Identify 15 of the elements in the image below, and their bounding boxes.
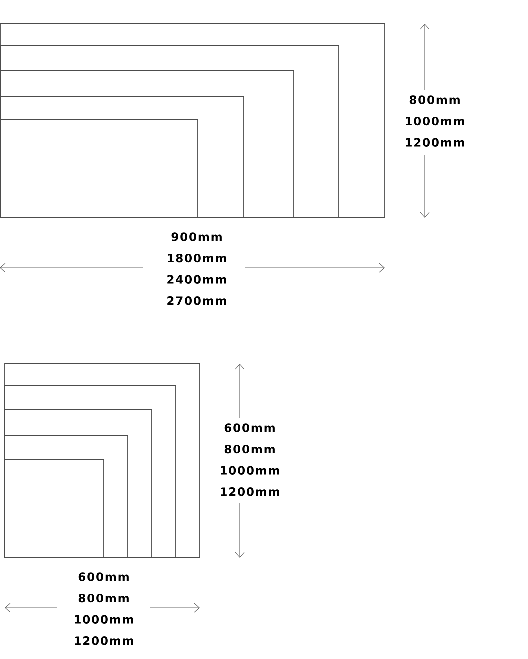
dimension-label: 900mm: [172, 232, 222, 242]
dimension-label: 1000mm: [221, 466, 280, 475]
dimension-label: 800mm: [224, 444, 275, 454]
dimension-label: 1200mm: [75, 636, 134, 646]
dimension-label: 2700mm: [168, 296, 226, 306]
dimension-label: 1800mm: [168, 254, 226, 263]
dimension-label: 800mm: [78, 594, 129, 603]
dimension-label: 1000mm: [406, 116, 464, 126]
dimension-label: 1200mm: [221, 488, 280, 496]
dimension-label: 600mm: [224, 424, 275, 432]
dimension-label: 800mm: [410, 96, 460, 104]
dimension-label: 1200mm: [406, 138, 464, 147]
dimension-label: 2400mm: [168, 275, 226, 284]
dimension-label: 600mm: [78, 572, 129, 582]
dimension-label: 1000mm: [75, 615, 134, 624]
